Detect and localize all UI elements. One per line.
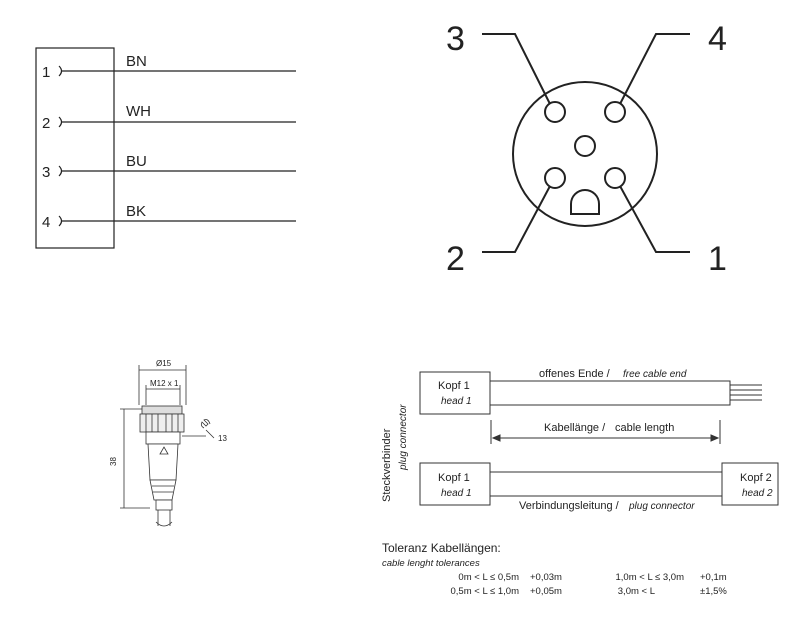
- pin-label-1: 1: [708, 240, 727, 278]
- side-label-de: Steckverbinder: [381, 428, 393, 502]
- head1-bottom-en: head 1: [441, 488, 472, 499]
- tolerance-value: +0,03m: [530, 572, 562, 583]
- pin-label-2: 2: [446, 240, 465, 278]
- head2-box: [721, 462, 779, 506]
- head1-top-en: head 1: [441, 396, 472, 407]
- connector-housing-box: [35, 47, 115, 249]
- wire-pin-1: [58, 65, 296, 77]
- free-end-de: offenes Ende /: [539, 368, 611, 380]
- wire-pin-4: [58, 215, 296, 227]
- tolerance-value: +0,1m: [700, 572, 727, 583]
- pin-contact-1: [604, 167, 626, 189]
- plug-de: Verbindungsleitung /: [519, 500, 620, 512]
- tolerance-range: 1,0m < L ≤ 3,0m: [616, 572, 685, 583]
- free-end-cable: [490, 380, 731, 406]
- pin-contact-4: [604, 101, 626, 123]
- thread-dimension: M12 x 1: [150, 379, 179, 388]
- free-end-en: free cable end: [623, 369, 687, 380]
- leader-line-3: [482, 33, 551, 105]
- head1-top-de: Kopf 1: [438, 380, 470, 392]
- connector-dimension-drawing: [120, 365, 215, 527]
- pin-number-4: 4: [42, 214, 50, 231]
- connecting-cable: [490, 471, 722, 497]
- pin-contact-3: [544, 101, 566, 123]
- leader-line-2: [482, 185, 551, 253]
- pin-contact-center: [574, 135, 596, 157]
- head2-en: head 2: [742, 488, 773, 499]
- wire-pin-2: [58, 116, 296, 128]
- head1-bottom-de: Kopf 1: [438, 472, 470, 484]
- tolerance-value: ±1,5%: [700, 586, 727, 597]
- pin-number-1: 1: [42, 64, 50, 81]
- wire-color-4: BK: [126, 203, 146, 220]
- pin-number-2: 2: [42, 115, 50, 132]
- head1-box-bottom: [419, 462, 491, 506]
- tolerance-table: Toleranz Kabellängen: cable lenght toler…: [382, 541, 727, 597]
- pin-layout-diagram: [482, 33, 690, 253]
- tolerance-range: 0m < L ≤ 0,5m: [458, 572, 519, 583]
- tolerance-title-en: cable lenght tolerances: [382, 558, 480, 569]
- pin-number-3: 3: [42, 164, 50, 181]
- head1-box-top: [419, 371, 491, 415]
- leader-line-4: [619, 33, 690, 105]
- length-de: Kabellänge /: [544, 422, 606, 434]
- wire-color-3: BU: [126, 153, 147, 170]
- tolerance-range: 3,0m < L: [618, 586, 655, 597]
- side-label-en: plug connector: [398, 404, 409, 471]
- wiring-diagram: [35, 47, 296, 249]
- diameter-dimension: Ø15: [156, 359, 172, 368]
- pin-label-3: 3: [446, 20, 465, 58]
- cable-diagrams: [419, 371, 779, 506]
- head2-de: Kopf 2: [740, 472, 772, 484]
- tolerance-value: +0,05m: [530, 586, 562, 597]
- wrench-size: 13: [218, 434, 227, 443]
- coding-key: [570, 189, 600, 215]
- wire-color-2: WH: [126, 103, 151, 120]
- pin-contact-2: [544, 167, 566, 189]
- tolerance-title-de: Toleranz Kabellängen:: [382, 541, 501, 555]
- wire-pin-3: [58, 165, 296, 177]
- plug-en: plug connector: [628, 501, 695, 512]
- length-dimension: 38: [109, 457, 118, 466]
- length-en: cable length: [615, 422, 674, 434]
- wire-color-1: BN: [126, 53, 147, 70]
- connector-face-circle: [512, 81, 658, 227]
- leader-line-1: [619, 185, 690, 253]
- tolerance-range: 0,5m < L ≤ 1,0m: [451, 586, 520, 597]
- pin-label-4: 4: [708, 20, 727, 58]
